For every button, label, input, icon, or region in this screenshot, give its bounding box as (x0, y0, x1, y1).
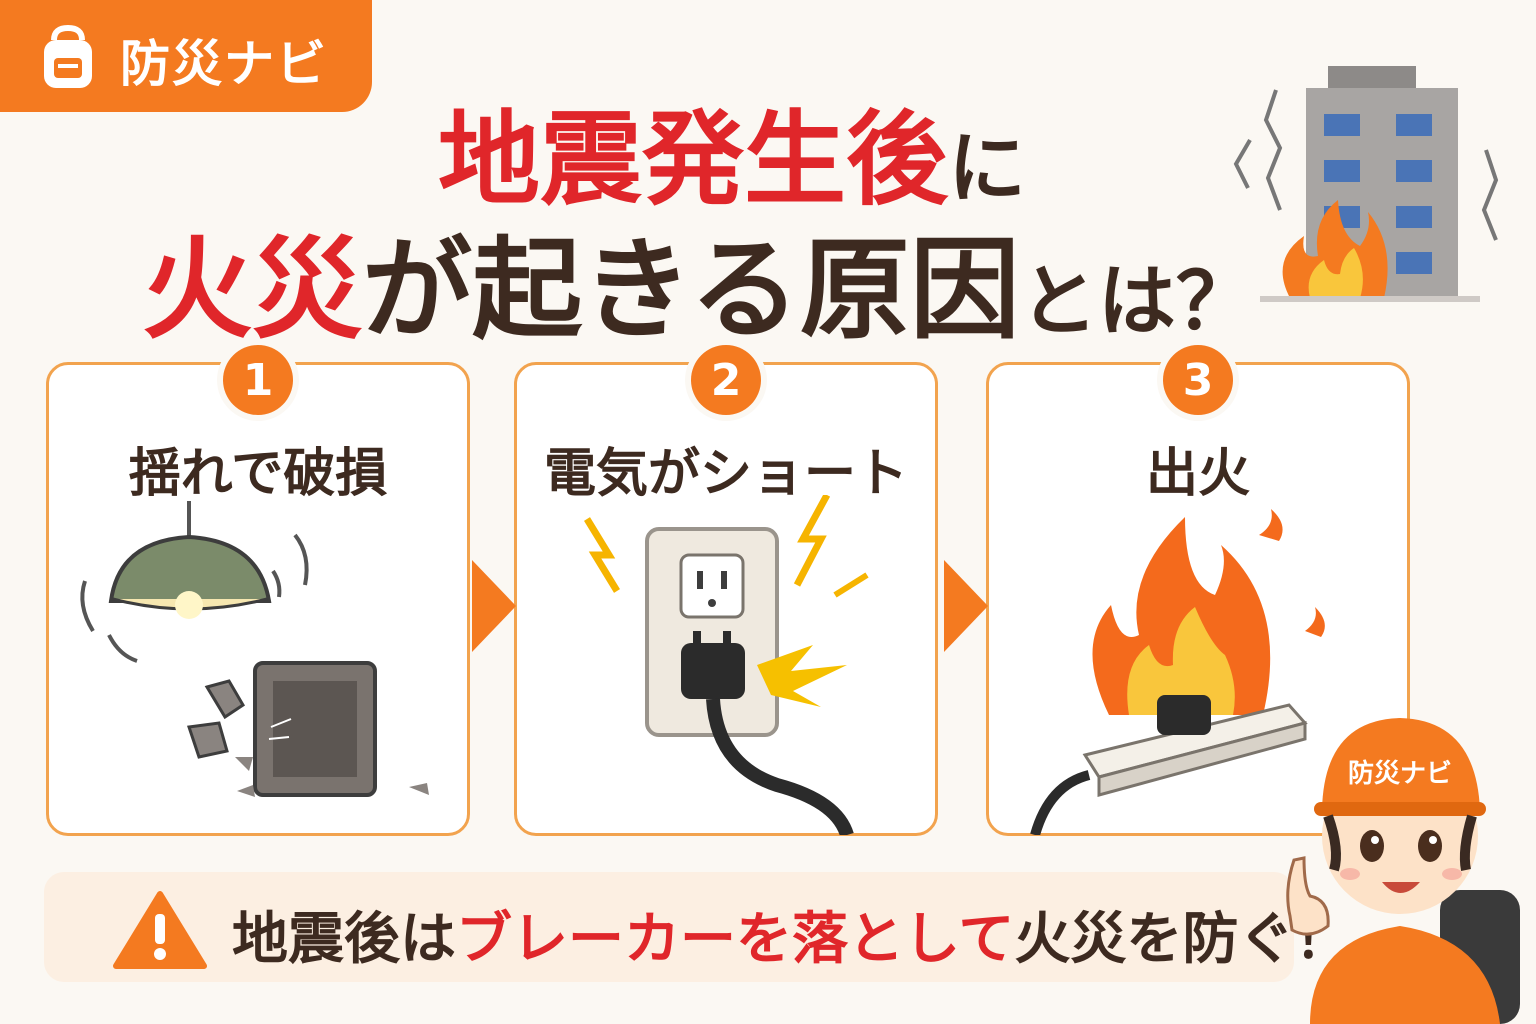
outlet-spark-icon (584, 495, 869, 835)
character-illustration: 防災ナビ (1286, 718, 1520, 1024)
power-strip-fire-icon (1030, 509, 1325, 835)
step-number-3: 3 (1163, 345, 1233, 415)
step-number-2: 2 (691, 345, 761, 415)
notice-text-before: 地震後は (232, 907, 456, 972)
arrow-right-icon (944, 560, 988, 652)
title-line-1: 地震発生後に (0, 78, 1500, 225)
step-label-2: 電気がショート (543, 444, 908, 504)
step-label-1: 揺れで破損 (128, 444, 388, 504)
title-highlight-fire: 火災 (142, 226, 363, 354)
swinging-lamp-icon (80, 501, 429, 797)
notice-text: 地震後はブレーカーを落として火災を防ぐ！ (232, 894, 1350, 975)
step-label-3: 出火 (1145, 444, 1250, 504)
step-card-1: 1 揺れで破損 (46, 345, 470, 836)
helmet-text: 防災ナビ (1348, 759, 1452, 789)
step-number-1: 1 (223, 345, 293, 415)
title-cause: が起きる原因 (362, 226, 1020, 354)
step-card-2: 2 電気がショート (514, 345, 938, 836)
notice-text-highlight: ブレーカーを落として (456, 907, 1015, 972)
title-particle: に (947, 124, 1026, 214)
brand-name: 防災ナビ (120, 35, 328, 93)
title-line-2: 火災が起きる原因とは？ (0, 200, 1466, 360)
brand-tag: 防災ナビ (0, 0, 372, 112)
title-question: とは？ (1019, 257, 1254, 347)
notice-banner: 地震後はブレーカーを落として火災を防ぐ！ (44, 872, 1350, 982)
burning-building-icon (1233, 66, 1499, 302)
arrow-right-icon (472, 560, 516, 652)
backpack-icon (44, 24, 92, 88)
title-highlight-earthquake: 地震発生後 (437, 101, 948, 220)
warning-icon (113, 891, 207, 969)
